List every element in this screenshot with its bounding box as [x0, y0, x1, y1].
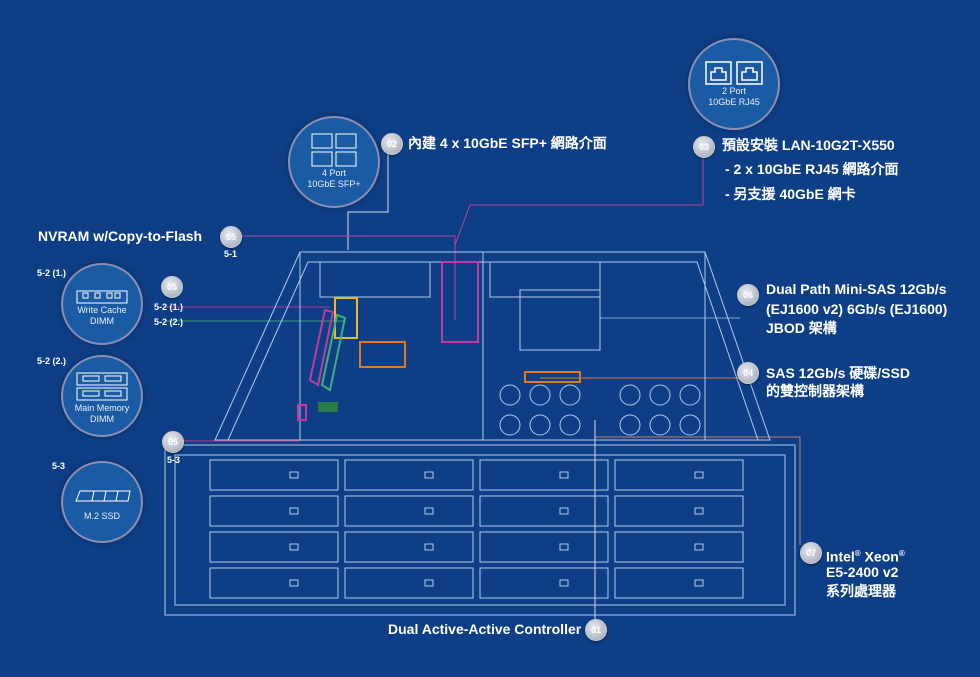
drive-bay	[614, 495, 744, 527]
write-cache-circle: Write Cache DIMM	[61, 263, 143, 345]
callout-04-line-2: 的雙控制器架構	[766, 383, 864, 399]
label-5-3: 5-3	[167, 455, 181, 465]
badge-07: 07	[800, 542, 822, 564]
drive-bay	[479, 567, 609, 599]
drive-bay-latch	[694, 579, 704, 587]
drive-bay	[344, 495, 474, 527]
label-5-2-2: 5-2 (2.)	[154, 317, 184, 327]
callout-03-line-1: 預設安裝 LAN-10G2T-X550	[722, 137, 895, 153]
side-tag-write-cache: 5-2 (1.)	[37, 268, 67, 278]
write-cache-dimm	[308, 308, 335, 387]
badge-05-1: 05	[220, 226, 242, 248]
drive-bay-latch	[424, 579, 434, 587]
drive-bay	[209, 459, 339, 491]
m2-ssd	[297, 404, 307, 421]
drive-bay	[209, 531, 339, 563]
drive-bay-latch	[559, 543, 569, 551]
drive-bay-latch	[289, 543, 299, 551]
main-memory-circle: Main Memory DIMM	[61, 355, 143, 437]
callout-07-line-2: E5-2400 v2	[826, 564, 899, 580]
main-memory-caption-2: DIMM	[90, 414, 114, 424]
callout-04-line-1: SAS 12Gb/s 硬碟/SSD	[766, 365, 910, 381]
drive-bay	[614, 567, 744, 599]
dimm-icon	[76, 290, 128, 304]
drive-bay-latch	[289, 579, 299, 587]
badge-03: 03	[693, 136, 715, 158]
rj45-port-icon	[705, 61, 763, 85]
drive-bay	[209, 567, 339, 599]
callout-03-line-3: - 另支援 40GbE 網卡	[725, 186, 856, 202]
drive-bay	[479, 459, 609, 491]
drive-bay-latch	[424, 471, 434, 479]
callout-06-line-2: (EJ1600 v2) 6Gb/s (EJ1600)	[766, 301, 948, 317]
leader-03	[454, 150, 704, 246]
label-5-1: 5-1	[224, 249, 238, 259]
m2-ssd-circle: M.2 SSD	[61, 461, 143, 543]
drive-bay-latch	[559, 507, 569, 515]
drive-bay	[344, 531, 474, 563]
write-cache-caption-2: DIMM	[90, 316, 114, 326]
drive-bay	[344, 567, 474, 599]
callout-05-title: NVRAM w/Copy-to-Flash	[38, 228, 203, 244]
badge-04: 04	[737, 362, 759, 384]
badge-06: 06	[737, 284, 759, 306]
drive-bay-latch	[559, 579, 569, 587]
drive-bay-latch	[289, 507, 299, 515]
nic-card	[441, 261, 479, 343]
badge-02: 02	[381, 133, 403, 155]
sfp-caption-2: 10GbE SFP+	[307, 179, 361, 189]
callout-02-text: 內建 4 x 10GbE SFP+ 網路介面	[408, 135, 607, 151]
drive-bay-latch	[559, 471, 569, 479]
leader-05-1	[240, 235, 456, 320]
drive-bay	[479, 531, 609, 563]
leader-02	[347, 150, 389, 250]
drive-bay-latch	[694, 507, 704, 515]
drive-bay	[344, 459, 474, 491]
main-memory-dimm	[320, 313, 347, 392]
rj45-caption-2: 10GbE RJ45	[708, 97, 760, 107]
cpu	[359, 341, 406, 368]
m2-ssd-slot	[318, 402, 338, 412]
sas-controller	[524, 371, 581, 383]
drive-bay-latch	[289, 471, 299, 479]
leader-07	[595, 436, 801, 545]
rj45-caption-1: 2 Port	[721, 86, 746, 96]
sfp-icon-circle: 4 Port 10GbE SFP+	[288, 116, 380, 208]
drive-bay-latch	[424, 507, 434, 515]
main-memory-caption-1: Main Memory	[74, 403, 130, 413]
badge-05-3: 05	[162, 431, 184, 453]
rj45-icon-circle: 2 Port 10GbE RJ45	[688, 38, 780, 130]
drive-bay	[614, 459, 744, 491]
badge-05-2: 05	[161, 276, 183, 298]
drive-bay	[614, 531, 744, 563]
callout-07-line-3: 系列處理器	[826, 583, 896, 599]
side-tag-main-memory: 5-2 (2.)	[37, 356, 67, 366]
drive-bay-latch	[424, 543, 434, 551]
drive-bay-latch	[694, 471, 704, 479]
callout-06-line-3: JBOD 架構	[766, 320, 837, 336]
dimm-pair-icon	[76, 372, 128, 401]
callout-07-line-1: Intel® Xeon®	[826, 548, 905, 565]
nvram-module	[334, 297, 358, 339]
drive-bay	[209, 495, 339, 527]
badge-01: 01	[585, 619, 607, 641]
m2-ssd-icon	[75, 490, 131, 502]
sfp-caption-1: 4 Port	[321, 168, 346, 178]
m2-caption: M.2 SSD	[83, 511, 120, 521]
drive-bay-latch	[694, 543, 704, 551]
callout-01-text: Dual Active-Active Controller	[388, 621, 582, 637]
sfp-port-icon	[311, 133, 357, 167]
drive-bay	[479, 495, 609, 527]
label-5-2-1: 5-2 (1.)	[154, 302, 184, 312]
write-cache-caption-1: Write Cache	[77, 305, 127, 315]
side-tag-m2: 5-3	[52, 461, 66, 471]
callout-03-line-2: - 2 x 10GbE RJ45 網路介面	[725, 161, 899, 177]
callout-06-line-1: Dual Path Mini-SAS 12Gb/s	[766, 281, 947, 297]
